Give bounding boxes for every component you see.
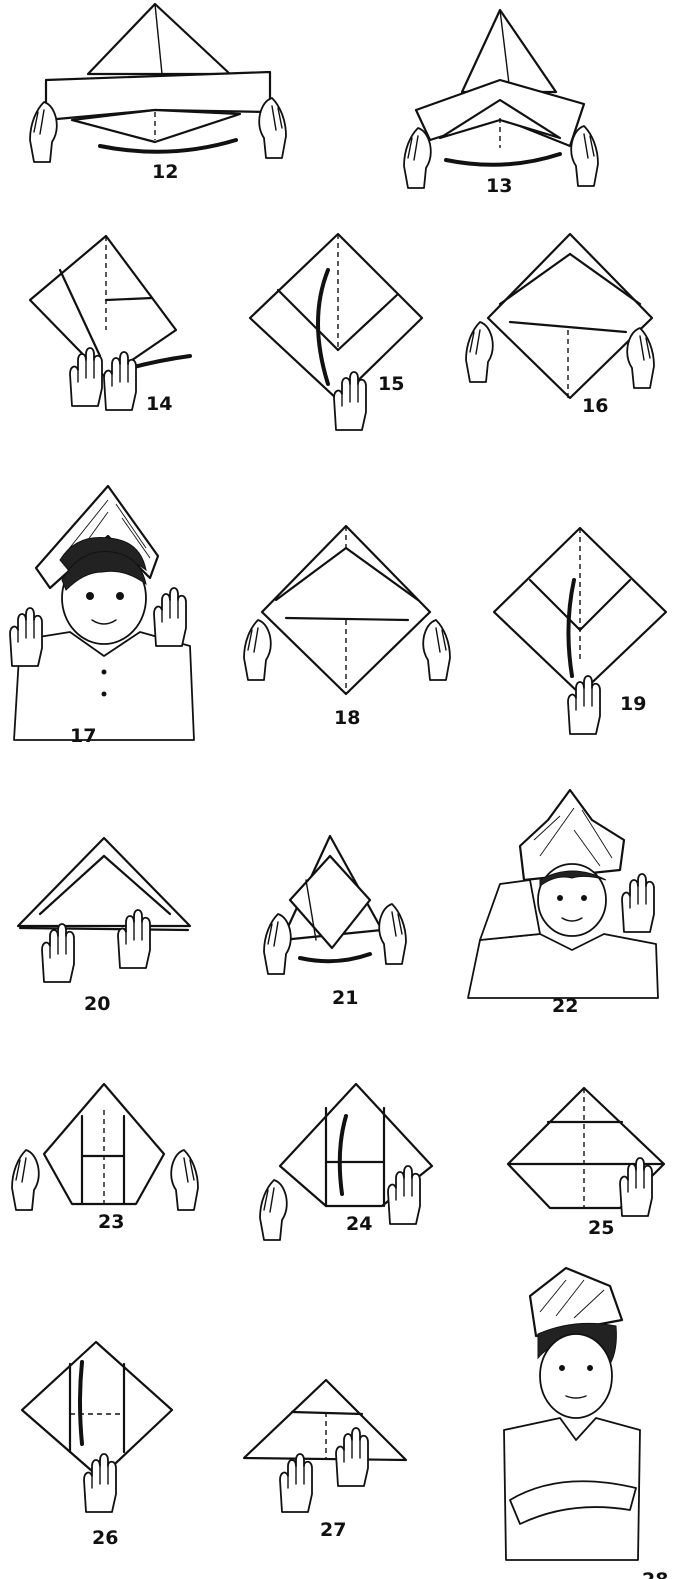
step-label-19: 19	[620, 693, 646, 715]
step-16: 16	[466, 234, 654, 417]
step-label-28: 28	[642, 1569, 668, 1579]
step-14: 14	[30, 236, 190, 415]
step-15: 15	[250, 234, 422, 430]
step-label-22: 22	[552, 995, 578, 1017]
step-18: 18	[244, 526, 450, 729]
step-23: 23	[12, 1084, 198, 1233]
step-17: 17	[10, 486, 194, 747]
step-21: 21	[264, 836, 406, 1009]
step-label-12: 12	[152, 161, 178, 183]
step-label-26: 26	[92, 1527, 118, 1549]
step-27: 27	[244, 1380, 406, 1541]
step-label-17: 17	[70, 725, 96, 747]
step-label-18: 18	[334, 707, 360, 729]
step-label-20: 20	[84, 993, 110, 1015]
step-label-21: 21	[332, 987, 358, 1009]
step-label-24: 24	[346, 1213, 372, 1235]
step-13: 13	[404, 10, 598, 197]
step-label-15: 15	[378, 373, 404, 395]
step-label-25: 25	[588, 1217, 614, 1239]
step-label-13: 13	[486, 175, 512, 197]
step-label-14: 14	[146, 393, 172, 415]
step-label-16: 16	[582, 395, 608, 417]
step-20: 20	[18, 838, 190, 1015]
step-25: 25	[508, 1088, 664, 1239]
step-label-27: 27	[320, 1519, 346, 1541]
step-22: 22	[468, 790, 658, 1017]
step-26: 26	[22, 1342, 172, 1549]
step-19: 19	[494, 528, 666, 734]
step-12: 12	[30, 4, 286, 183]
step-label-23: 23	[98, 1211, 124, 1233]
step-28: 28	[504, 1268, 668, 1579]
step-24: 24	[260, 1084, 432, 1240]
